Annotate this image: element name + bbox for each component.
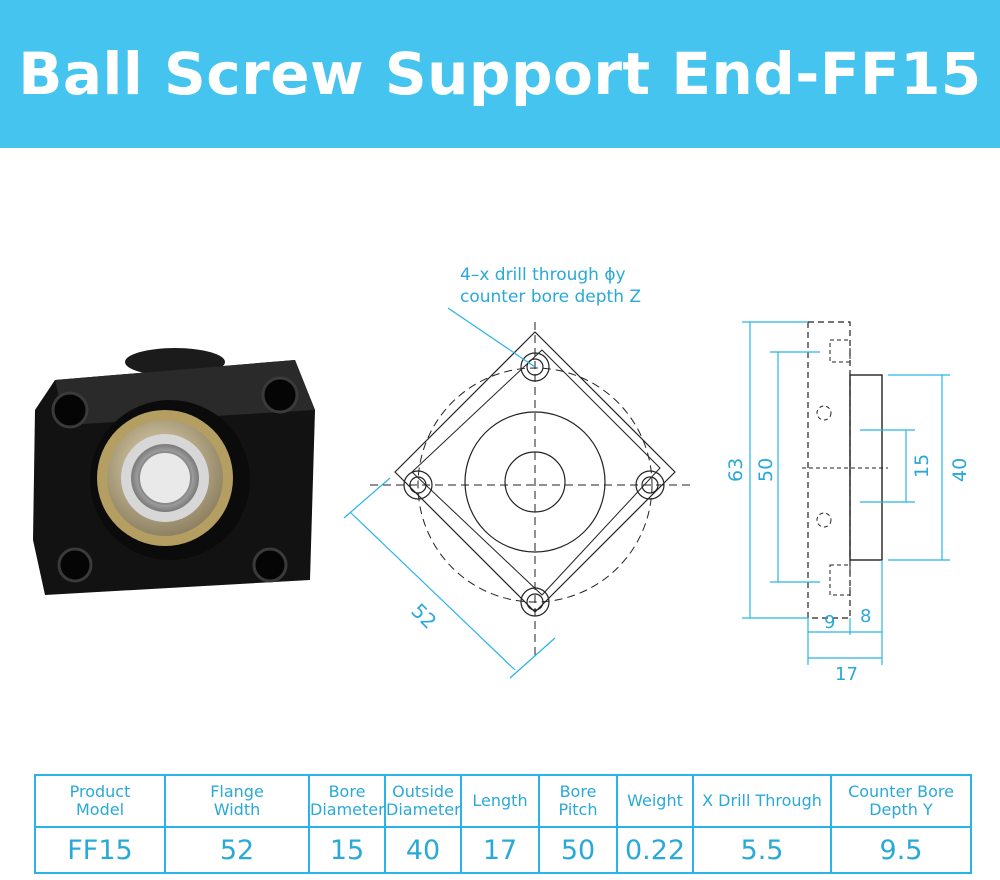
title-banner: Ball Screw Support End-FF15	[0, 0, 1000, 148]
cell-length: 17	[460, 826, 540, 874]
callout-line-2: counter bore depth Z	[460, 287, 641, 307]
dim-50-label: 50	[755, 458, 777, 482]
cell-flange-width: 52	[164, 826, 310, 874]
page-title: Ball Screw Support End-FF15	[18, 40, 982, 108]
cell-bore-pitch: 50	[538, 826, 618, 874]
dim-17-label: 17	[835, 664, 858, 685]
cell-x-drill-through: 5.5	[692, 826, 832, 874]
dim-8-label: 8	[860, 606, 871, 627]
cell-bore-diameter: 15	[308, 826, 386, 874]
callout-line-1: 4–x drill through ϕy	[460, 265, 626, 285]
dim-52-label: 52	[406, 599, 441, 634]
dim-40-label: 40	[949, 458, 971, 482]
header-length: Length	[460, 774, 540, 828]
header-weight: Weight	[616, 774, 694, 828]
front-view-drawing: 52 4–x drill through ϕy counter bore dep…	[343, 265, 690, 679]
side-view-drawing: 63 50 15 40 9 8 17	[725, 321, 971, 685]
dim-15-label: 15	[911, 454, 933, 478]
cell-outside-diameter: 40	[384, 826, 462, 874]
header-x-drill-through: X Drill Through	[692, 774, 832, 828]
cell-model: FF15	[34, 826, 166, 874]
cell-weight: 0.22	[616, 826, 694, 874]
dim-63-label: 63	[725, 458, 747, 482]
dim-9-label: 9	[824, 612, 835, 633]
product-photo	[33, 348, 315, 595]
cell-counter-bore-depth: 9.5	[830, 826, 972, 874]
table-row: FF15 52 15 40 17 50 0.22 5.5 9.5	[34, 826, 972, 874]
